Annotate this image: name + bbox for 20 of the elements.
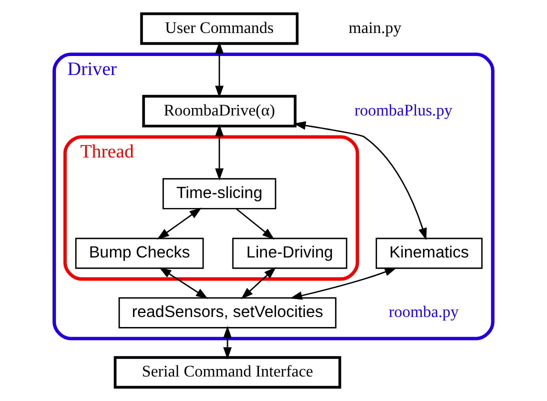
arrow: [290, 268, 397, 300]
node-label: roomba.py: [388, 303, 459, 322]
arrow: [240, 267, 276, 300]
arrow: [293, 121, 427, 240]
node-label: roombaPlus.py: [354, 101, 452, 120]
node-box: User Commands: [140, 12, 299, 45]
arrow: [215, 41, 224, 98]
arrow: [159, 267, 208, 299]
node-box: Line-Driving: [232, 238, 348, 269]
node-label: main.py: [348, 18, 402, 37]
arrow: [156, 208, 202, 240]
arrow: [223, 326, 232, 360]
arrow: [215, 124, 224, 181]
node-box: RoombaDrive(α): [142, 94, 296, 128]
node-box: readSensors, setVelocities: [118, 297, 336, 328]
node-box: Bump Checks: [75, 238, 204, 269]
node-box: Time-slicing: [162, 178, 276, 210]
node-box: Kinematics: [376, 238, 483, 269]
arrow: [236, 208, 274, 240]
node-box: Serial Command Interface: [114, 356, 342, 389]
